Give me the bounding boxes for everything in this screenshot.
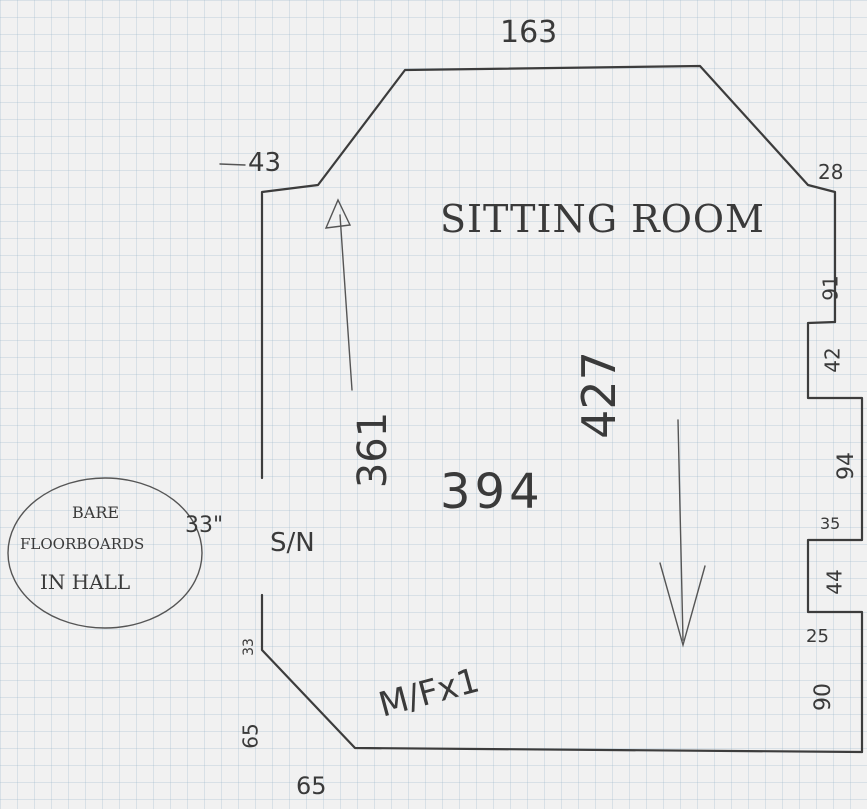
right-recess-upper bbox=[806, 320, 864, 754]
hall-note-circle bbox=[7, 477, 203, 629]
hall-note-line3: IN HALL bbox=[40, 570, 131, 594]
dim-right-recess-upper: 42 bbox=[820, 347, 845, 373]
arrow-down-shaft bbox=[677, 419, 684, 641]
dim-diag-vertical: 65 bbox=[238, 723, 263, 749]
dim-length-diag: 427 bbox=[571, 351, 626, 439]
dim-left-lower: 33 bbox=[240, 638, 257, 656]
dim-right-bottom: 90 bbox=[811, 683, 836, 711]
dim-right-upper: 91 bbox=[818, 275, 843, 301]
dim-width-center: 394 bbox=[440, 464, 544, 520]
hall-note-line2: FLOORBOARDS bbox=[20, 535, 145, 553]
arrow-down-head bbox=[659, 562, 706, 648]
arrow-up-shaft bbox=[339, 214, 353, 391]
dim-right-recess-lower: 44 bbox=[822, 569, 847, 595]
arrow-up-head bbox=[324, 198, 352, 229]
dim-top: 163 bbox=[500, 15, 558, 50]
offset-arrow-43 bbox=[219, 163, 246, 166]
dim-top-left-offset: 43 bbox=[248, 148, 282, 178]
dim-diag-horizontal: 65 bbox=[296, 772, 327, 800]
dim-right-recess-top: 35 bbox=[820, 514, 841, 533]
dim-right-middle: 94 bbox=[834, 452, 859, 480]
hall-note-measure: 33" bbox=[185, 513, 224, 538]
dim-right-lower-offset: 25 bbox=[806, 626, 829, 647]
dim-width-arrow: 361 bbox=[350, 411, 397, 489]
dim-top-right-offset: 28 bbox=[818, 160, 844, 184]
hall-note-line1: BARE bbox=[72, 503, 120, 522]
room-outline bbox=[260, 64, 837, 480]
room-title: SITTING ROOM bbox=[440, 197, 765, 241]
door-mark: S/N bbox=[270, 528, 315, 558]
room-bottom-wall bbox=[260, 593, 864, 754]
